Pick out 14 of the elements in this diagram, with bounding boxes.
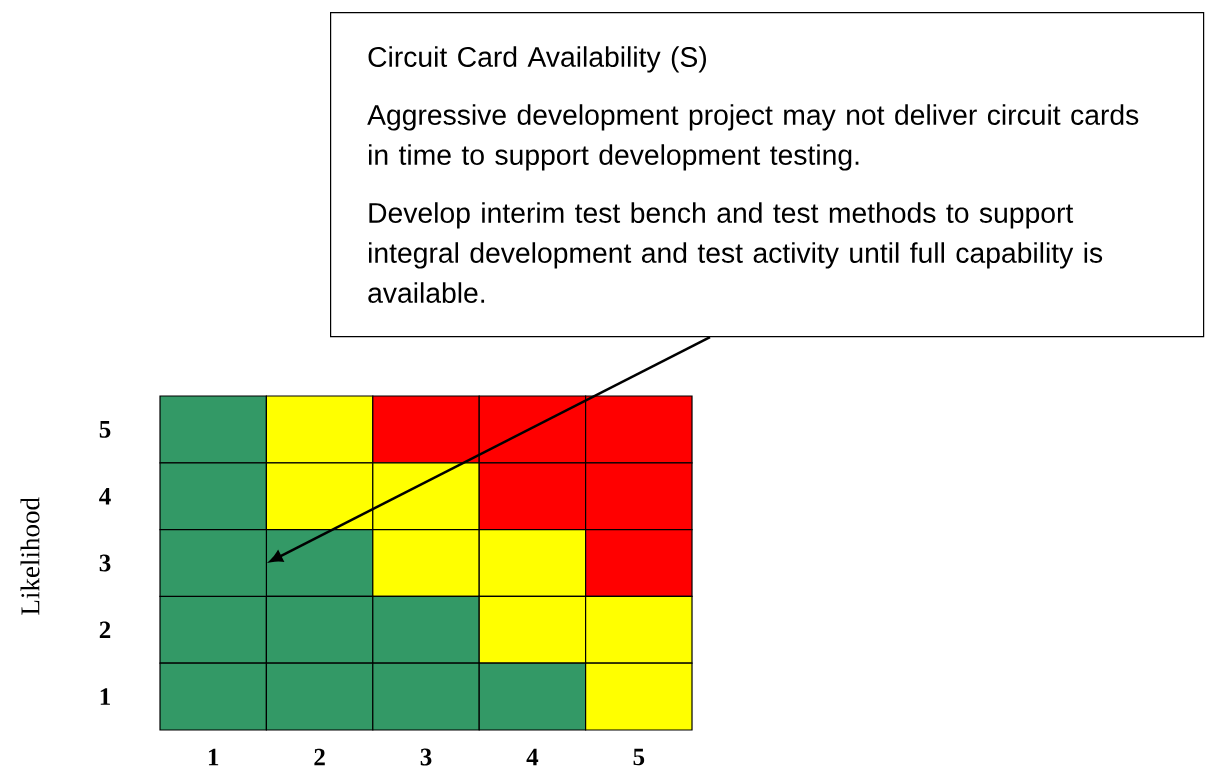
axis-title: Likelihood	[20, 497, 40, 615]
axis-number: 3	[420, 748, 432, 766]
axis-number: 2	[99, 621, 111, 639]
callout-box: Circuit Card Availability (S) Aggressive development project may not deliver circuit cards in time to support development testing. Develop interim test bench and test methods to support integral development and test activity until full capability is available.	[330, 12, 1205, 338]
axis-number: 1	[100, 688, 110, 705]
matrix-cell	[159, 529, 267, 597]
axis-number: 4	[526, 748, 539, 766]
axis-number: 1	[208, 748, 219, 766]
leader-arrow	[269, 336, 711, 563]
axis-number: 5	[99, 421, 111, 438]
axis-number: 5	[633, 748, 645, 766]
axis-number: 4	[99, 488, 111, 505]
axis-number: 3	[99, 554, 111, 572]
axis-number: 2	[314, 748, 325, 766]
